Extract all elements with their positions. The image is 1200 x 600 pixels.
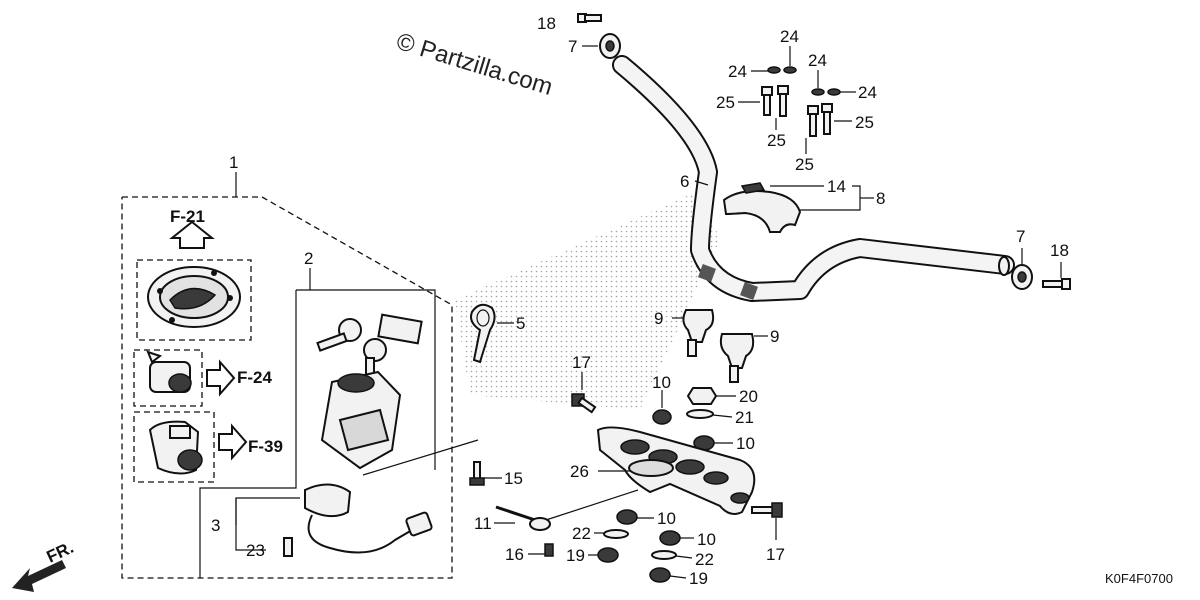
screw-16 xyxy=(544,543,554,557)
bolts-25 xyxy=(761,85,833,137)
watermark-text: © Partzilla.com xyxy=(393,28,556,101)
grip-weight-left xyxy=(599,33,621,59)
ref-label-24-b: 24 xyxy=(728,62,747,81)
bolt-15 xyxy=(469,461,485,486)
ref-label-16: 16 xyxy=(505,545,524,564)
ref-label-24-c: 24 xyxy=(808,51,827,70)
rubber-10-d xyxy=(659,530,681,546)
ignition-pointer-line xyxy=(362,439,479,476)
figure-ref-f39[interactable]: F-39 xyxy=(248,437,283,456)
ref-label-10-c: 10 xyxy=(657,509,676,528)
bolt-18-right xyxy=(1042,278,1071,290)
rubber-19-b xyxy=(649,567,671,583)
ref-label-26: 26 xyxy=(570,462,589,481)
ref-label-18-left: 18 xyxy=(537,14,556,33)
handlebar-tube-fill xyxy=(614,57,1013,300)
grip-weight-right xyxy=(1011,264,1033,290)
key-part xyxy=(470,303,496,364)
ref-label-25-d: 25 xyxy=(795,155,814,174)
ref-label-2: 2 xyxy=(304,249,313,268)
seat-lock-box xyxy=(133,349,203,407)
figure-ref-f21[interactable]: F-21 xyxy=(170,207,205,226)
right-arrow-icon-2 xyxy=(218,423,248,461)
helmet-lock-box xyxy=(133,411,215,483)
washer-22-a xyxy=(603,529,629,539)
ref-label-21: 21 xyxy=(735,408,754,427)
ignition-group-outline xyxy=(121,196,453,579)
washer-22-b xyxy=(651,550,677,560)
ref-label-9-left: 9 xyxy=(654,309,663,328)
upper-handlebar-holder xyxy=(722,182,802,233)
ref-label-10-d: 10 xyxy=(697,530,716,549)
ignition-switch-part xyxy=(316,313,423,470)
front-direction-arrow xyxy=(12,560,66,592)
washer-21 xyxy=(686,409,714,419)
ref-label-18-right: 18 xyxy=(1050,241,1069,260)
ref-label-3: 3 xyxy=(211,516,220,535)
ref-label-17-left: 17 xyxy=(572,353,591,372)
fuel-cap-box xyxy=(136,259,252,341)
leader-21 xyxy=(712,414,733,418)
ref-label-1: 1 xyxy=(229,153,238,172)
diagram-code: K0F4F0700 xyxy=(1105,571,1173,586)
wire-11 xyxy=(495,505,551,531)
ignition-switch-outline-2 xyxy=(296,289,436,470)
knurl-right xyxy=(740,282,758,300)
sensor-unit-part xyxy=(283,483,433,557)
ref-label-20: 20 xyxy=(739,387,758,406)
ignition-switch-outline xyxy=(199,290,297,578)
handlebar-end xyxy=(998,256,1010,276)
ref-label-10-b: 10 xyxy=(736,434,755,453)
helmet-lock-part xyxy=(148,420,203,475)
bolt-17-left xyxy=(571,393,597,414)
lower-holder-right xyxy=(719,333,755,383)
ref-label-25-a: 25 xyxy=(716,93,735,112)
leader-19b xyxy=(669,575,687,579)
ref-label-22-a: 22 xyxy=(572,524,591,543)
ref-label-19-a: 19 xyxy=(566,546,585,565)
rubber-10-a xyxy=(652,409,672,425)
up-arrow-icon xyxy=(169,220,215,249)
dotted-projection-shading xyxy=(455,190,720,410)
ref-label-25-c: 25 xyxy=(855,113,874,132)
ref-label-22-b: 22 xyxy=(695,550,714,569)
wire-pointer-line xyxy=(545,489,639,521)
right-arrow-icon xyxy=(206,359,236,397)
leader-3b xyxy=(235,497,300,525)
leader-6 xyxy=(694,180,709,186)
top-bridge-26 xyxy=(596,426,756,515)
ref-label-14: 14 xyxy=(827,177,846,196)
fuel-cap-part xyxy=(147,266,241,328)
ref-label-23: 23 xyxy=(246,541,265,560)
ref-label-6: 6 xyxy=(680,172,689,191)
ref-label-7-left: 7 xyxy=(568,37,577,56)
ref-label-7-right: 7 xyxy=(1016,227,1025,246)
seat-lock-part xyxy=(146,350,192,393)
ref-label-8: 8 xyxy=(876,189,885,208)
ref-label-11: 11 xyxy=(474,514,492,533)
ref-label-5: 5 xyxy=(516,314,525,333)
ref-label-24-a: 24 xyxy=(780,27,799,46)
ref-label-24-d: 24 xyxy=(858,83,877,102)
ref-label-9-right: 9 xyxy=(770,327,779,346)
ref-label-10-a: 10 xyxy=(652,373,671,392)
ref-label-25-b: 25 xyxy=(767,131,786,150)
nut-20 xyxy=(686,387,718,405)
rubber-19-a xyxy=(597,547,619,563)
knurl-left xyxy=(698,264,716,282)
ref-label-15: 15 xyxy=(504,469,523,488)
ref-label-17-right: 17 xyxy=(766,545,785,564)
bolt-17-right xyxy=(751,502,783,518)
rubber-10-c xyxy=(616,509,638,525)
bolt-18-left xyxy=(577,13,602,23)
front-arrow-label: FR. xyxy=(44,538,77,567)
figure-ref-f24[interactable]: F-24 xyxy=(237,368,273,387)
ref-label-19-b: 19 xyxy=(689,569,708,588)
leader-22b xyxy=(675,555,693,559)
lower-holder-left xyxy=(682,309,715,357)
